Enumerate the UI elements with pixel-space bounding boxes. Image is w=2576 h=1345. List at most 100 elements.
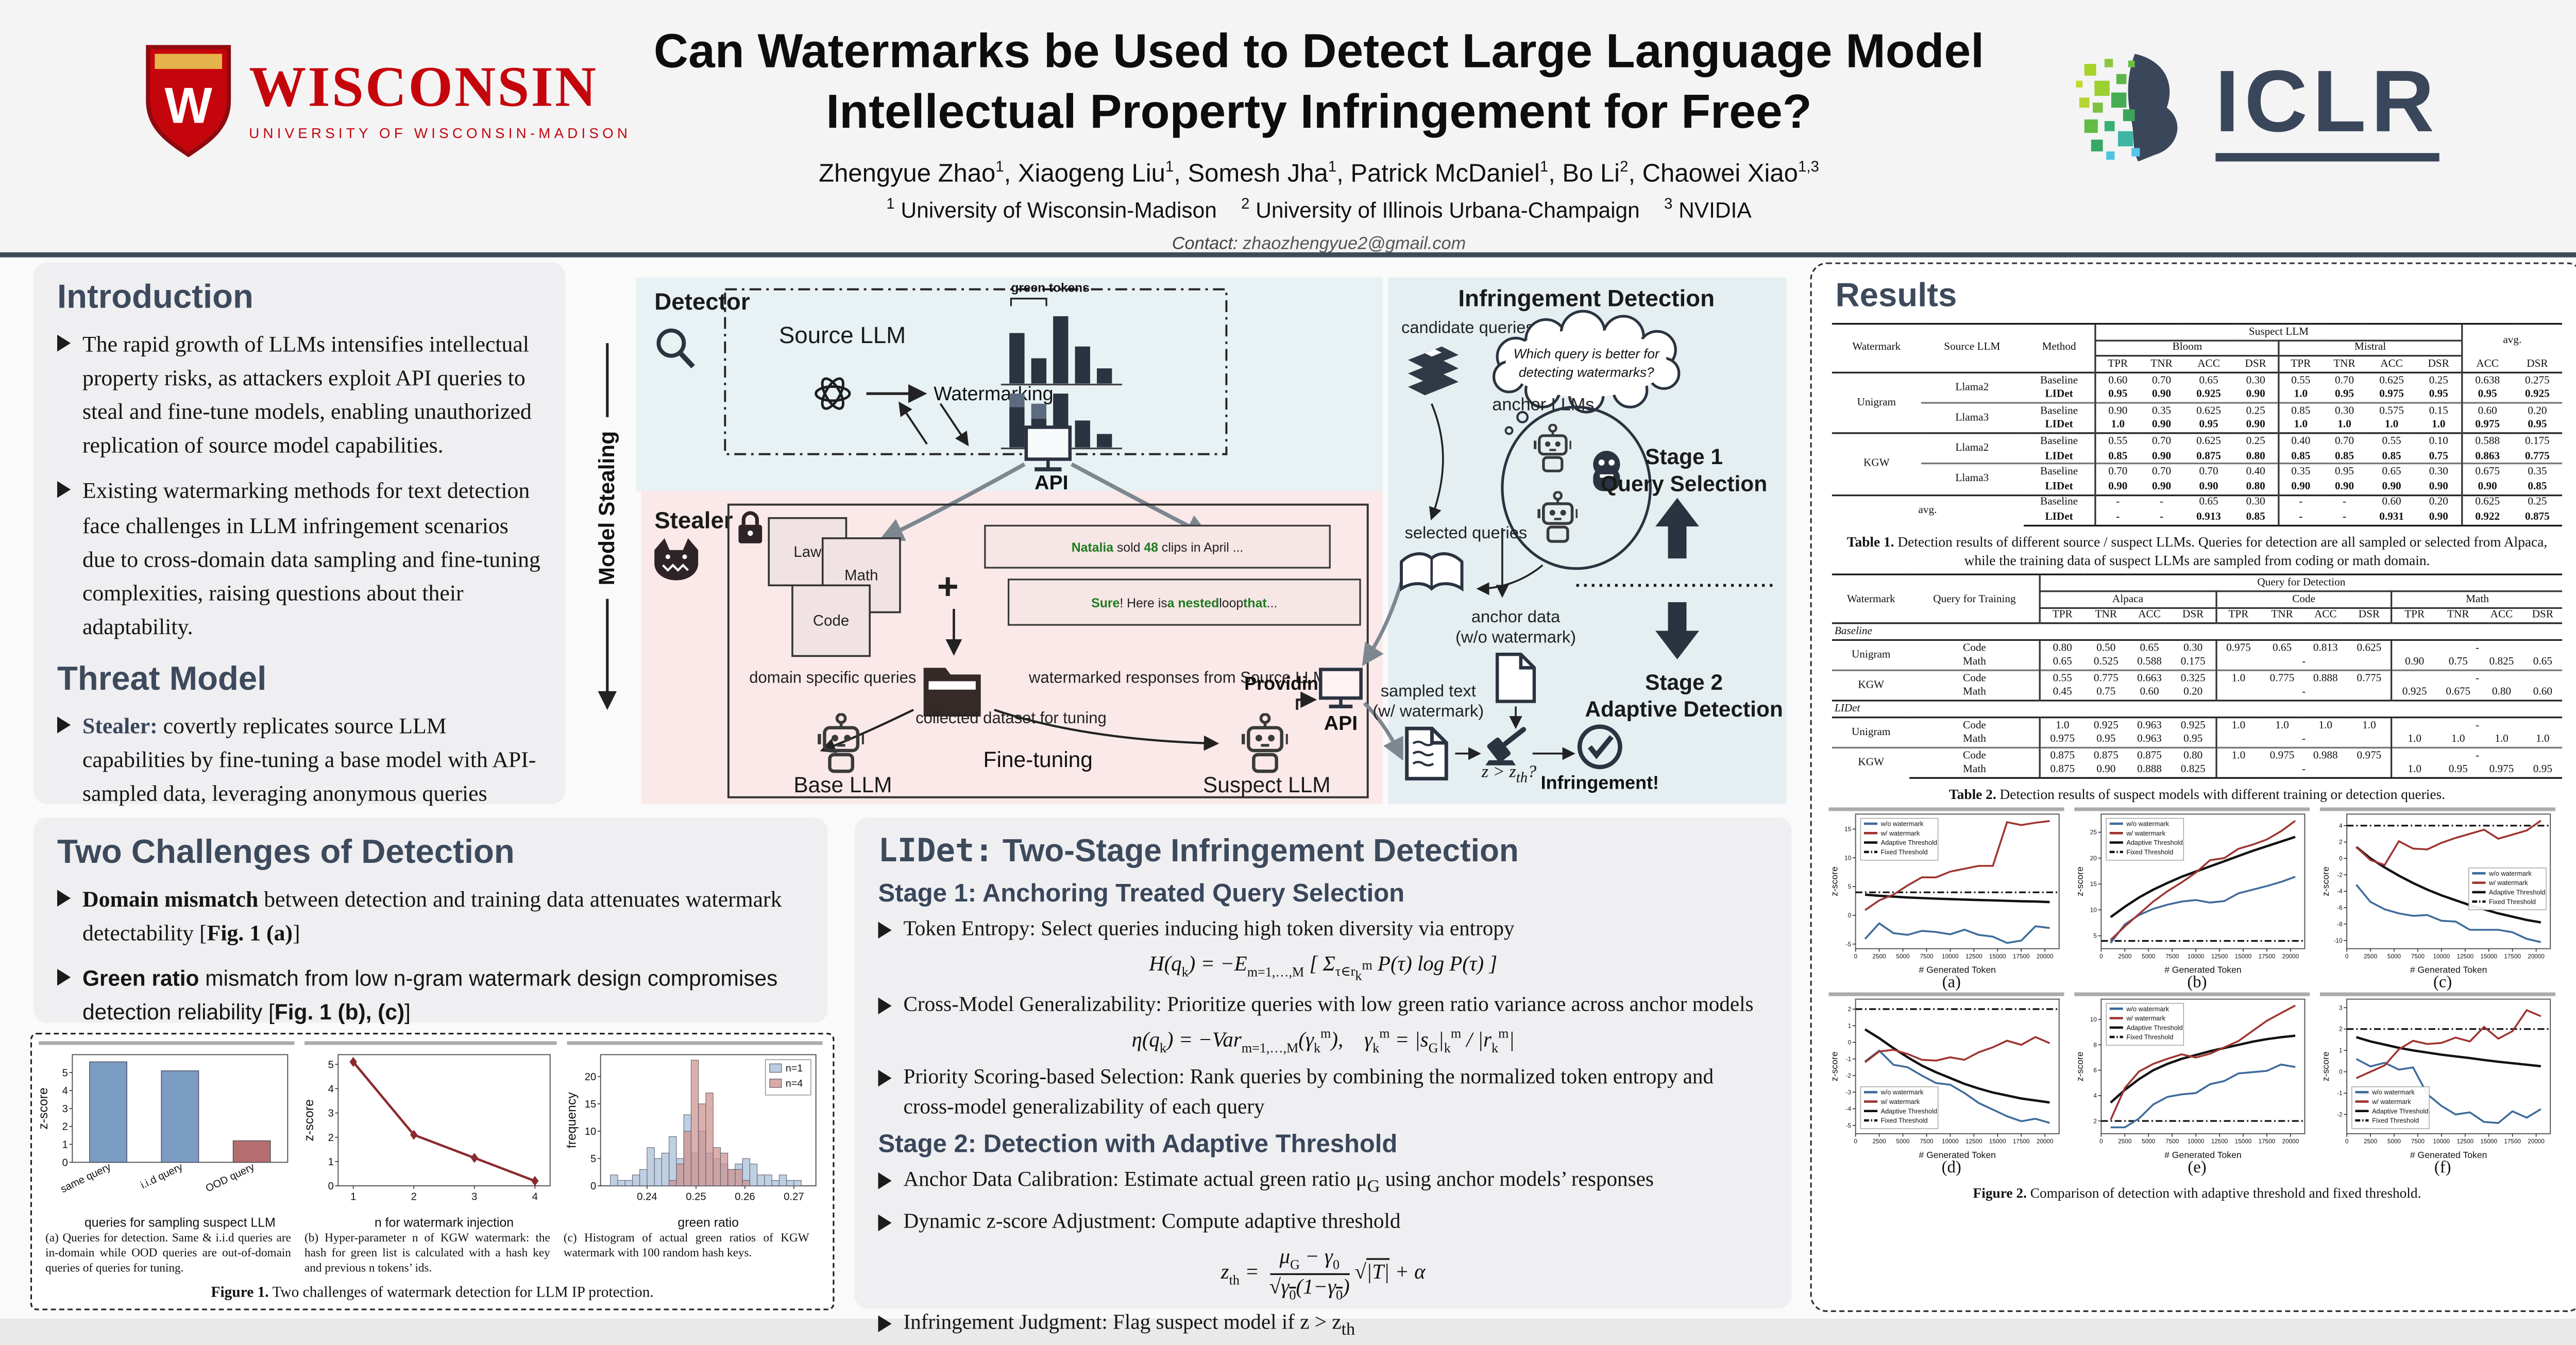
t1-h-metric: DSR xyxy=(2527,357,2548,370)
watermarked-response-1: Natalia sold 48 clips in April ... xyxy=(984,524,1331,569)
t2-value: 1.0 xyxy=(2451,734,2465,745)
t1-source: Llama2 xyxy=(1921,371,2023,403)
t2-section-label: LIDet xyxy=(1832,700,2563,717)
svg-text:6: 6 xyxy=(2093,1068,2097,1075)
authors-line: Zhengyue Zhao1, Xiaogeng Liu1, Somesh Jh… xyxy=(819,158,1819,189)
svg-text:z-score: z-score xyxy=(2320,867,2331,897)
svg-text:Fixed Threshold: Fixed Threshold xyxy=(2372,1117,2419,1125)
infringement-detection-label: Infringement Detection xyxy=(1458,285,1715,311)
t1-value: 0.913 xyxy=(2184,509,2234,526)
t2-h-group: Alpaca xyxy=(2039,591,2216,608)
t1-value: 0.85 xyxy=(2095,449,2139,464)
bullet-arrow-icon xyxy=(57,890,71,907)
t2-value: - xyxy=(2215,732,2392,748)
t1-value: 1.0 xyxy=(2278,418,2322,434)
bullet-arrow-icon xyxy=(878,1172,892,1190)
t1-value: 0.90 xyxy=(2151,419,2172,432)
t1-watermark: avg. xyxy=(1832,493,2023,525)
t1-value: 0.85 xyxy=(2278,402,2322,418)
t1-value: 0.20 xyxy=(2416,493,2462,510)
anchor-llms-label: anchor LLMs xyxy=(1492,395,1594,415)
svg-text:5: 5 xyxy=(328,1059,334,1070)
svg-text:z-score: z-score xyxy=(304,1099,316,1141)
t2-value: 0.775 xyxy=(2084,669,2128,686)
t2-value: 0.825 xyxy=(2171,762,2216,779)
figure2-label-c: (c) xyxy=(2433,975,2452,994)
svg-text:8: 8 xyxy=(2093,1043,2097,1049)
t2-value: - xyxy=(2391,716,2563,733)
stage2-line1: Stage 2 xyxy=(1645,670,1723,694)
svg-text:5: 5 xyxy=(590,1153,596,1165)
lidet-bullet-zscore: Dynamic z-score Adjustment: Compute adap… xyxy=(878,1208,1768,1238)
t2-watermark: KGW xyxy=(1832,746,1910,778)
providing-label: Providing xyxy=(1244,673,1330,694)
t1-value: 0.875 xyxy=(2512,509,2563,526)
t2-value: 0.975 xyxy=(2260,746,2304,763)
t1-value: - xyxy=(2321,493,2367,510)
svg-text:w/ watermark: w/ watermark xyxy=(1880,1099,1920,1106)
t1-value: 0.80 xyxy=(2246,450,2265,462)
svg-text:5000: 5000 xyxy=(2142,954,2156,961)
stage1-up-arrow xyxy=(1655,498,1699,559)
t1-value: 0.25 xyxy=(2233,402,2279,418)
svg-text:-5: -5 xyxy=(1846,1123,1852,1130)
svg-text:-5: -5 xyxy=(1846,942,1852,948)
thought-cloud: Which query is better for detecting wate… xyxy=(1492,310,1681,435)
t2-h-metric: TPR xyxy=(2039,607,2084,624)
t2-query: Code xyxy=(1910,669,2040,686)
t2-value: 0.80 xyxy=(2171,746,2216,763)
t1-value: 0.95 xyxy=(2461,387,2513,403)
t1-value: 0.625 xyxy=(2184,402,2234,418)
t1-h-metric: ACC xyxy=(2461,356,2513,372)
contact-email[interactable]: zhaozhengyue2@gmail.com xyxy=(1243,233,1466,253)
svg-text:5000: 5000 xyxy=(1896,1139,1910,1146)
lidet-bullet-token-entropy: Token Entropy: Select queries inducing h… xyxy=(878,915,1768,945)
dataset-to-suspect-arrow xyxy=(994,708,1219,751)
variance-formula: η(qk) = −Varm=1,…,M(γkm), γkm = |sG|km /… xyxy=(1131,1026,1515,1057)
t1-value: 0.863 xyxy=(2461,449,2513,464)
t1-value: 0.95 xyxy=(2334,388,2354,401)
api-label: API xyxy=(1035,472,1068,494)
t2-value: 0.925 xyxy=(2171,716,2216,733)
sampled-doc-icon xyxy=(1407,728,1447,779)
svg-text:10000: 10000 xyxy=(1942,954,1959,961)
t1-value: 0.65 xyxy=(2184,371,2234,388)
svg-text:2500: 2500 xyxy=(1873,1139,1887,1146)
t2-value: 0.65 xyxy=(2127,639,2172,655)
t2-value: 0.90 xyxy=(2084,762,2128,779)
svg-text:-3: -3 xyxy=(1846,1090,1852,1097)
thought-line1: Which query is better for xyxy=(1514,346,1660,362)
t1-value: 0.95 xyxy=(2199,419,2218,432)
t2-watermark: KGW xyxy=(1832,669,1910,701)
t1-h-watermark: Watermark xyxy=(1832,322,1921,372)
t1-value: 0.35 xyxy=(2512,463,2563,480)
t2-value: 1.0 xyxy=(2347,716,2392,733)
t2-h-metric: DSR xyxy=(2182,609,2204,622)
figure2-label-d: (d) xyxy=(1941,1160,1961,1179)
bullet-arrow-icon xyxy=(57,334,71,352)
svg-text:4: 4 xyxy=(2339,823,2343,830)
svg-text:20000: 20000 xyxy=(2282,954,2299,961)
svg-text:Fixed Threshold: Fixed Threshold xyxy=(2126,849,2173,857)
svg-text:w/o watermark: w/o watermark xyxy=(2371,1089,2415,1097)
svg-text:20000: 20000 xyxy=(2282,1139,2299,1146)
uw-subline: UNIVERSITY OF WISCONSIN-MADISON xyxy=(249,124,632,142)
watermarked-responses-label: watermarked responses from Source LLM xyxy=(1028,669,1326,687)
t1-value: 0.275 xyxy=(2512,371,2563,388)
t1-value: 0.90 xyxy=(2278,479,2322,495)
t1-value: 1.0 xyxy=(2095,418,2139,434)
magnifier-icon xyxy=(656,328,695,369)
t1-value: 0.90 xyxy=(2429,481,2448,492)
t1-value: 0.90 xyxy=(2151,481,2172,492)
table2-caption: Table 2. Detection results of suspect mo… xyxy=(1948,787,2446,803)
t2-value: 0.175 xyxy=(2180,656,2206,668)
figure1-caption-a: (a) Queries for detection. Same & i.i.d … xyxy=(45,1231,291,1276)
stage1-line2: Query Selection xyxy=(1601,471,1767,496)
t1-h-metric: ACC xyxy=(2380,358,2403,370)
t1-value: 0.575 xyxy=(2367,402,2417,418)
challenges-heading: Two Challenges of Detection xyxy=(57,834,515,872)
svg-text:5000: 5000 xyxy=(2142,1139,2156,1146)
svg-text:z-score: z-score xyxy=(2320,1052,2331,1082)
